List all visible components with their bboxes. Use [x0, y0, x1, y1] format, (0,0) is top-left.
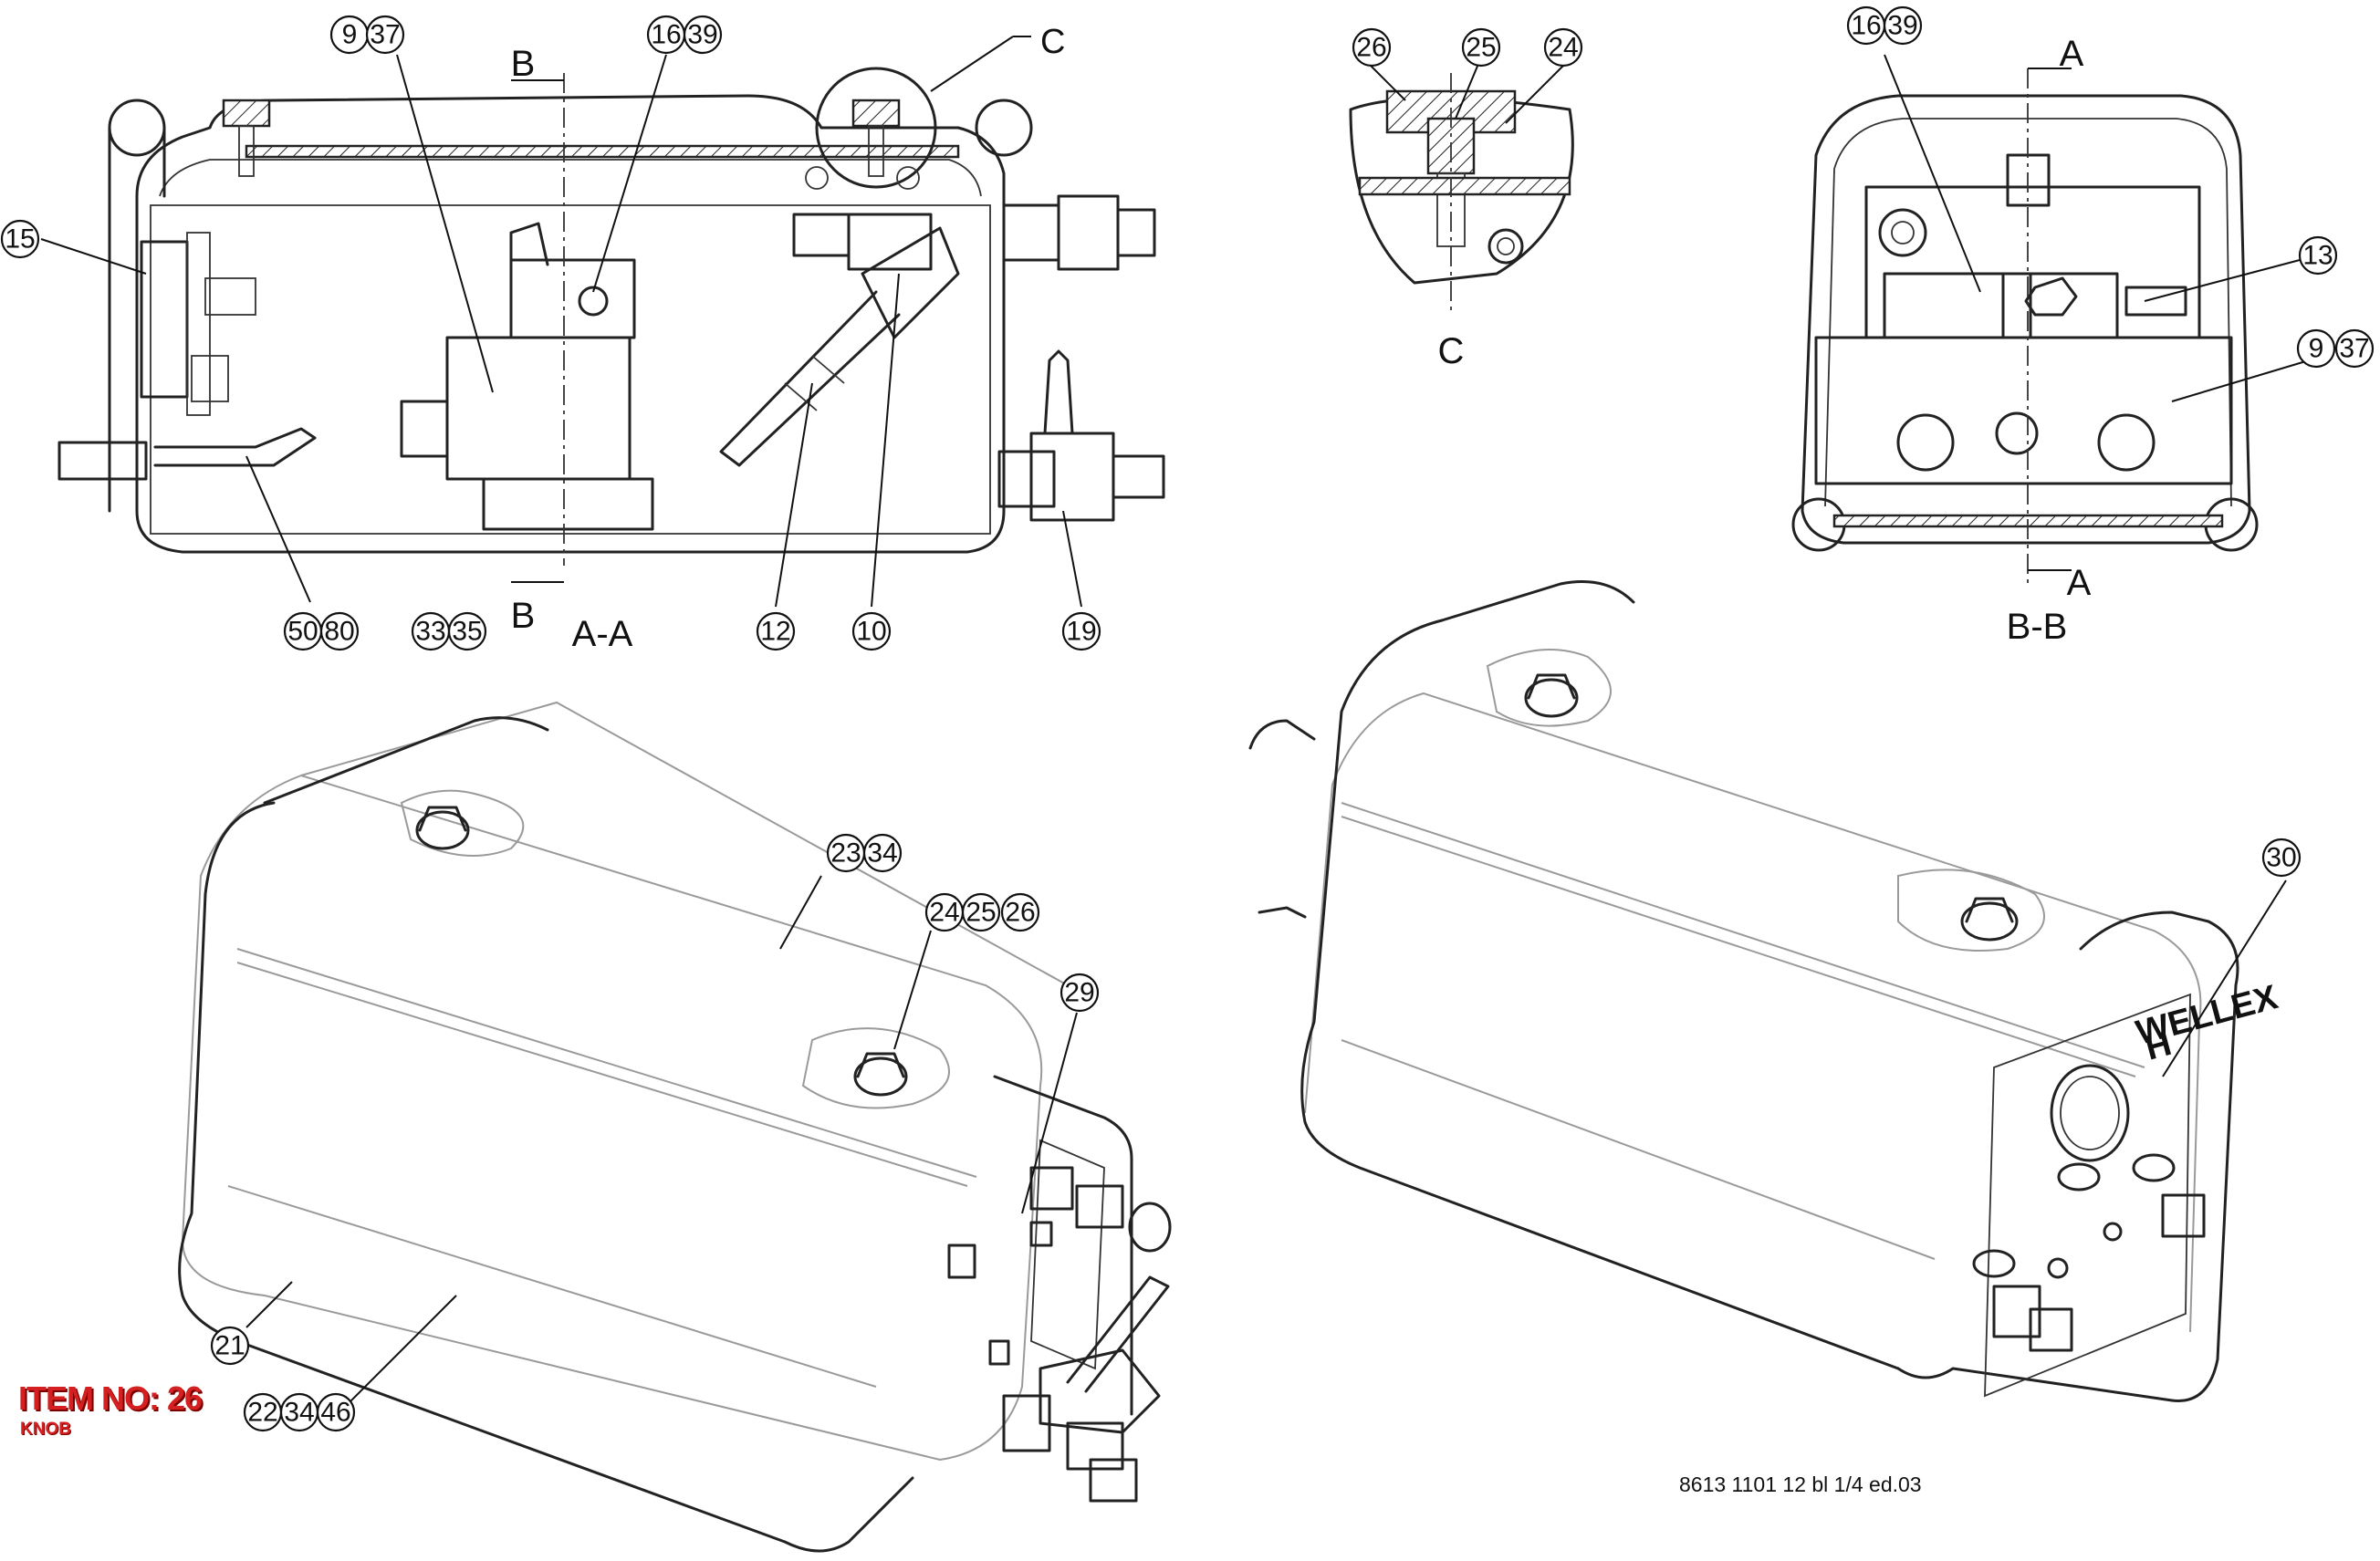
- balloon: 25: [1461, 27, 1501, 68]
- balloon: 19: [1061, 611, 1101, 651]
- svg-text:23: 23: [830, 838, 861, 869]
- svg-text:25: 25: [966, 898, 996, 928]
- svg-text:26: 26: [1356, 33, 1386, 63]
- balloon: 26: [1000, 892, 1040, 932]
- cutting-plane-b-bottom: B: [511, 596, 536, 636]
- svg-text:33: 33: [415, 617, 445, 647]
- balloon: 50: [283, 611, 323, 651]
- section-bb-label: B-B: [2007, 607, 2068, 647]
- section-bb-view: A A B-B: [1791, 34, 2310, 647]
- svg-text:50: 50: [287, 617, 318, 647]
- isometric-view-left: [178, 701, 1172, 1553]
- svg-text:24: 24: [929, 898, 959, 928]
- balloon: 10: [851, 611, 892, 651]
- section-aa-view: B B A-A C: [40, 23, 1165, 654]
- balloon: 12: [756, 611, 796, 651]
- svg-text:34: 34: [284, 1398, 314, 1428]
- balloon: 24: [924, 892, 965, 932]
- balloon: 15: [0, 219, 40, 259]
- detail-c-callout: C: [1040, 23, 1065, 61]
- balloons: 9 37 16 39 15 50 80 33 35 12 10 19 26 25…: [0, 5, 2375, 1432]
- svg-text:12: 12: [760, 617, 790, 647]
- balloon: 22: [243, 1392, 283, 1432]
- balloon: 16: [1846, 5, 1886, 46]
- section-aa-label: A-A: [572, 614, 633, 654]
- item-name: KNOB: [20, 1420, 71, 1439]
- svg-text:10: 10: [856, 617, 886, 647]
- item-number-title: ITEM NO: 26: [18, 1379, 203, 1417]
- svg-text:34: 34: [867, 838, 897, 869]
- svg-text:13: 13: [2302, 241, 2333, 271]
- svg-text:9: 9: [342, 20, 358, 50]
- balloon: 34: [862, 833, 903, 873]
- svg-text:46: 46: [320, 1398, 350, 1428]
- balloon: 37: [2334, 328, 2375, 369]
- balloon: 16: [646, 15, 686, 55]
- svg-text:15: 15: [5, 224, 35, 255]
- cutting-plane-a-bottom: A: [2067, 563, 2092, 603]
- svg-text:37: 37: [2339, 334, 2369, 364]
- balloon: 80: [319, 611, 360, 651]
- svg-text:39: 39: [687, 20, 717, 50]
- balloon: 24: [1543, 27, 1583, 68]
- svg-text:21: 21: [214, 1331, 245, 1361]
- svg-text:37: 37: [370, 20, 400, 50]
- balloon: 34: [279, 1392, 319, 1432]
- balloon: 37: [365, 15, 405, 55]
- svg-text:16: 16: [1851, 11, 1881, 41]
- balloon: 9: [2296, 328, 2336, 369]
- balloon: 30: [2261, 838, 2302, 878]
- balloon: 39: [1883, 5, 1923, 46]
- balloon: 29: [1060, 973, 1100, 1013]
- svg-text:39: 39: [1887, 11, 1917, 41]
- svg-text:16: 16: [651, 20, 681, 50]
- detail-c-view: C: [1349, 63, 1574, 371]
- svg-text:24: 24: [1548, 33, 1578, 63]
- svg-text:22: 22: [247, 1398, 277, 1428]
- svg-text:19: 19: [1066, 617, 1096, 647]
- balloon: 25: [961, 892, 1001, 932]
- balloon: 39: [683, 15, 723, 55]
- balloon: 33: [411, 611, 451, 651]
- isometric-view-right: WELLEX H: [1248, 580, 2287, 1402]
- balloon: 46: [316, 1392, 356, 1432]
- svg-text:35: 35: [452, 617, 482, 647]
- balloon: 21: [210, 1326, 250, 1366]
- svg-text:9: 9: [2309, 334, 2324, 364]
- detail-c-label: C: [1438, 331, 1465, 371]
- svg-text:30: 30: [2266, 843, 2296, 873]
- document-reference: 8613 1101 12 bl 1/4 ed.03: [1679, 1473, 1922, 1496]
- balloon: 13: [2298, 235, 2338, 276]
- svg-text:29: 29: [1064, 978, 1094, 1008]
- svg-text:26: 26: [1005, 898, 1035, 928]
- balloon: 35: [447, 611, 487, 651]
- svg-text:25: 25: [1466, 33, 1496, 63]
- cutting-plane-a-top: A: [2060, 34, 2084, 74]
- cutting-plane-b-top: B: [511, 44, 536, 84]
- balloon: 9: [329, 15, 370, 55]
- balloon: 26: [1352, 27, 1392, 68]
- balloon: 23: [826, 833, 866, 873]
- svg-text:80: 80: [324, 617, 354, 647]
